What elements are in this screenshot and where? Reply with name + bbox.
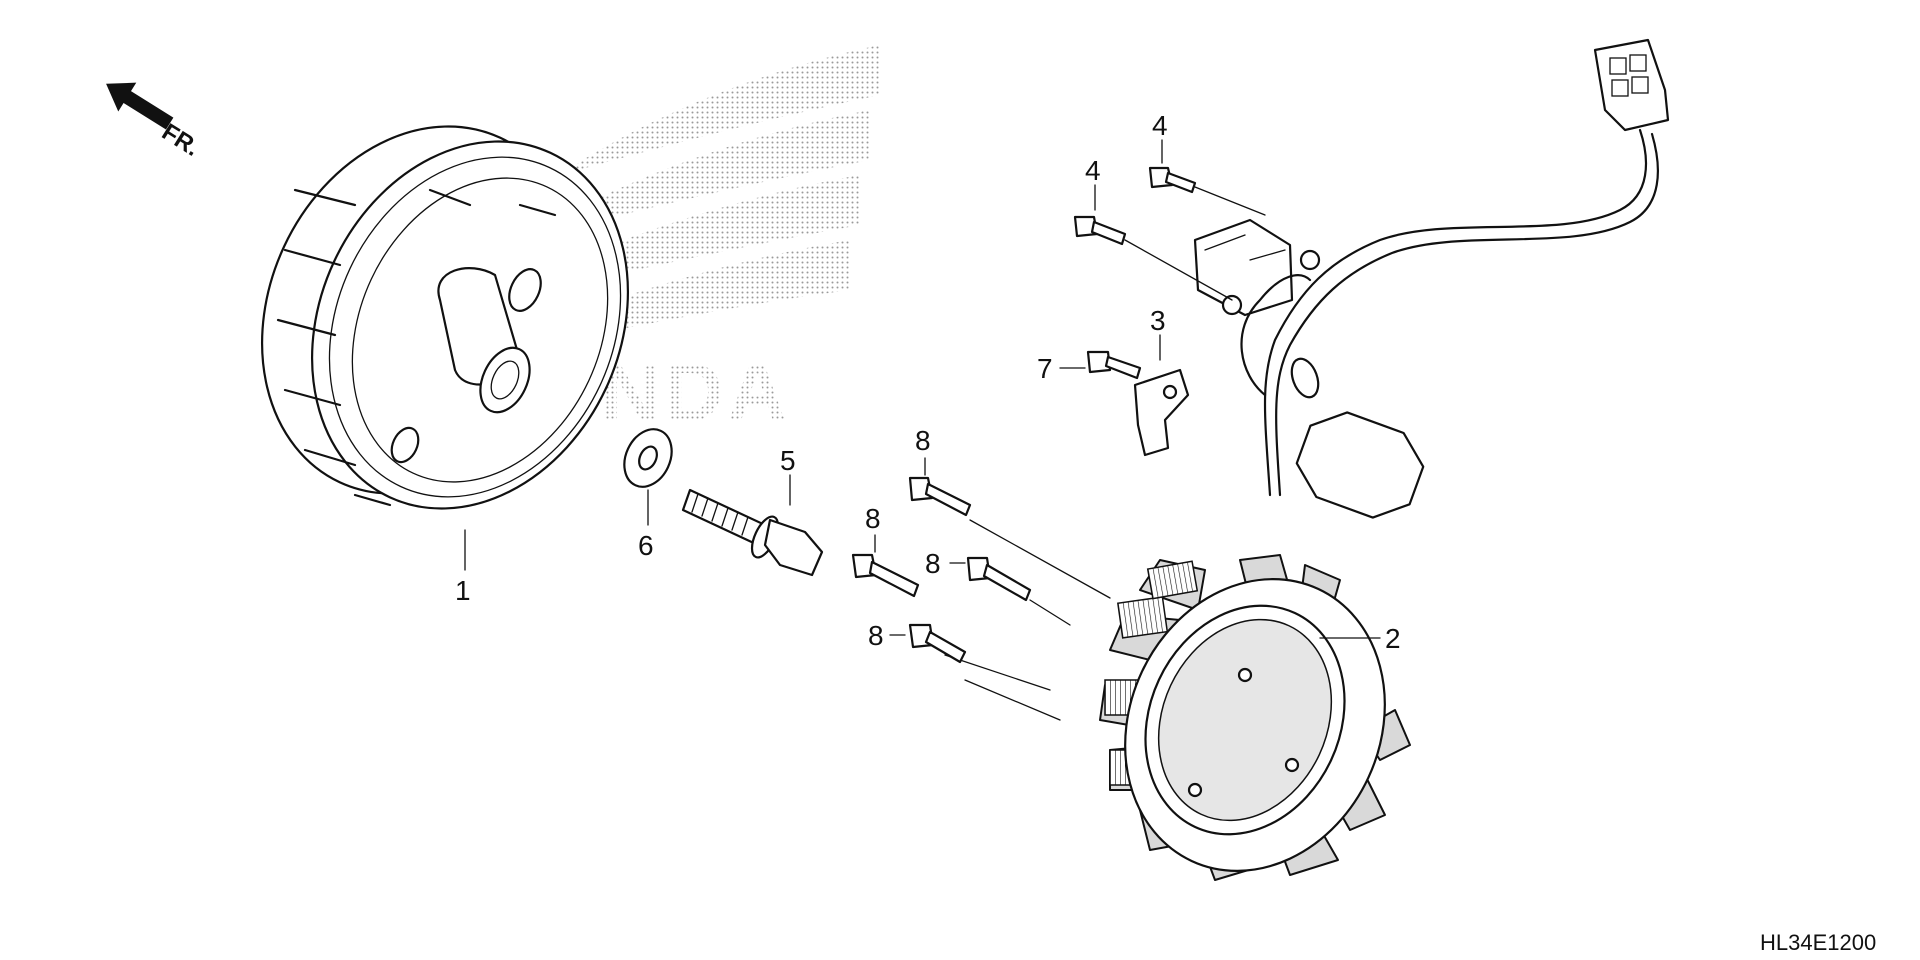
callout-8-a: 8 — [915, 425, 931, 456]
bracket — [1133, 368, 1190, 457]
bolt-bracket — [1086, 350, 1142, 380]
flywheel — [261, 125, 629, 510]
callout-6: 6 — [638, 530, 654, 561]
long-bolt-2 — [851, 553, 920, 598]
callout-leaders — [464, 139, 1381, 639]
leader-lines — [944, 186, 1266, 721]
callout-2: 2 — [1385, 623, 1401, 654]
diagram-code: HL34E1200 — [1760, 930, 1876, 955]
long-bolt-3 — [966, 556, 1032, 602]
harness-connector — [1593, 38, 1670, 132]
callout-8-d: 8 — [868, 620, 884, 651]
long-bolt-1 — [908, 476, 972, 517]
callout-5: 5 — [780, 445, 796, 476]
callout-7: 7 — [1037, 353, 1053, 384]
pulse-generator — [1193, 218, 1321, 317]
callout-numbers: 1 2 3 4 4 5 6 7 8 8 8 8 — [455, 110, 1401, 654]
callout-8-b: 8 — [865, 503, 881, 534]
bolt-middle — [1073, 215, 1127, 246]
callout-1: 1 — [455, 575, 471, 606]
front-arrow-icon — [106, 82, 174, 130]
long-bolt-4 — [908, 623, 967, 664]
stator — [1099, 128, 1659, 881]
callout-4-upper: 4 — [1152, 110, 1168, 141]
callout-3: 3 — [1150, 305, 1166, 336]
callout-8-c: 8 — [925, 548, 941, 579]
callout-4-middle: 4 — [1085, 155, 1101, 186]
flange-bolt — [681, 488, 824, 577]
bolt-upper — [1148, 166, 1197, 194]
washer — [623, 428, 673, 488]
front-direction-indicator: FR. — [106, 82, 204, 162]
